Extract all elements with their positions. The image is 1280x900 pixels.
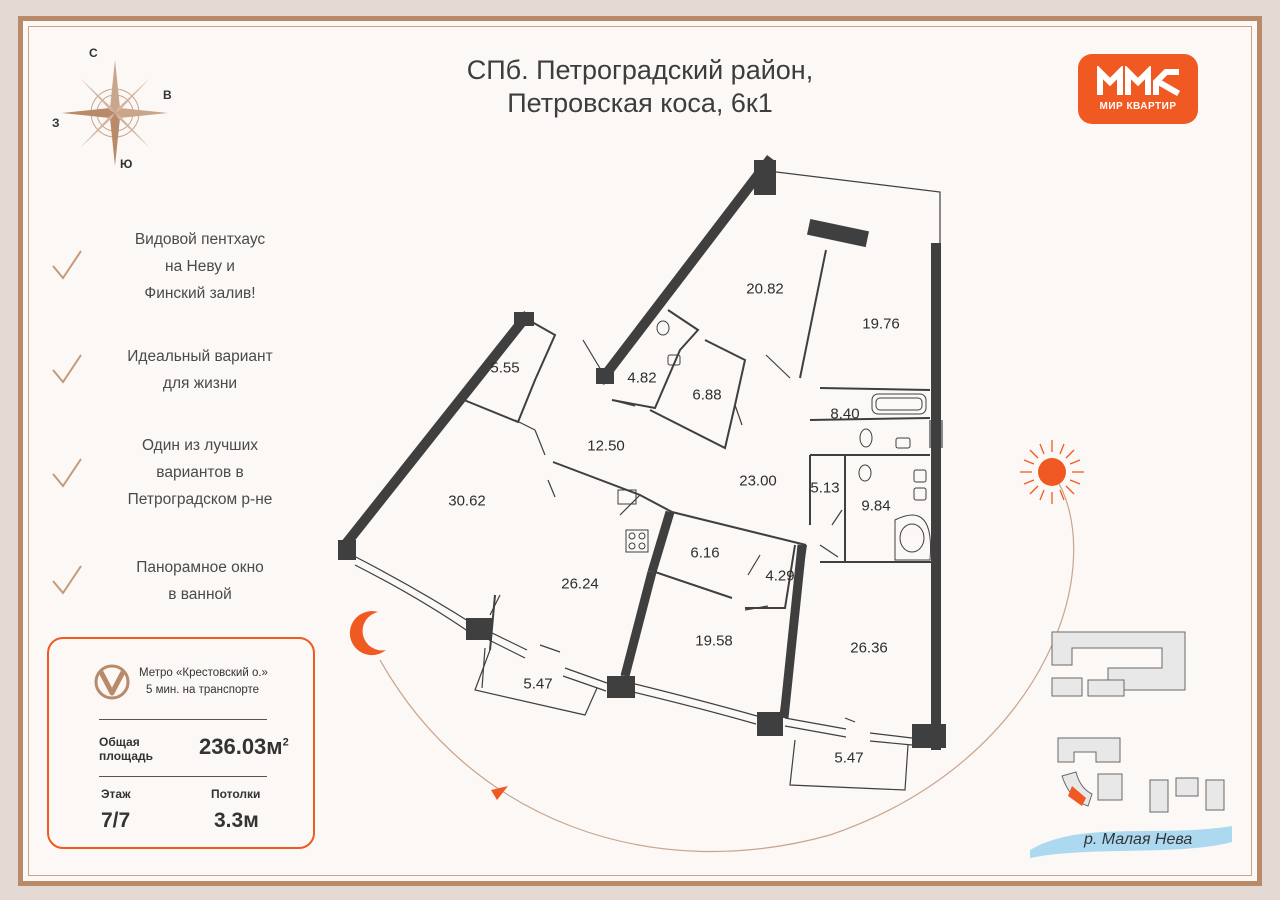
area-label-2: площадь [99,749,153,763]
divider [99,776,267,777]
logo-mark-icon [1097,66,1180,96]
feature-3-line-2: вариантов в [156,464,244,481]
river-label: р. Малая Нева [1084,831,1193,848]
feature-1-line-2: на Неву и [165,258,235,275]
feature-1: Видовой пентхаус на Неву и Финский залив… [70,226,330,307]
room-area: 26.24 [561,575,599,593]
info-box: Метро «Крестовский о.» 5 мин. на транспо… [47,637,315,849]
feature-2-line-2: для жизни [162,375,238,392]
ceiling-label: Потолки [211,787,261,801]
compass-north: С [89,46,98,60]
moon-icon [349,611,386,656]
page-title: СПб. Петроградский район, Петровская кос… [380,54,900,120]
room-area: 12.50 [587,437,625,455]
room-area: 19.58 [695,632,733,650]
title-line-1: СПб. Петроградский район, [466,55,814,85]
room-area: 9.84 [861,497,891,515]
area-label-1: Общая [99,735,140,749]
area-value-number: 236.03м [199,734,283,759]
compass-west: З [52,116,60,130]
feature-4-line-2: в ванной [168,586,232,603]
floor-label: Этаж [101,787,131,801]
room-area: 6.16 [690,544,720,562]
feature-3-line-3: Петроградском р-не [127,491,273,508]
check-icon [52,354,82,384]
room-area: 5.47 [834,749,864,767]
room-area: 5.55 [490,359,520,377]
feature-3: Один из лучших вариантов в Петроградском… [70,432,330,513]
room-area: 4.29 [765,567,795,585]
metro-time: 5 мин. на транспорте [146,684,260,696]
feature-4: Панорамное окно в ванной [70,554,330,608]
room-area: 6.88 [692,386,722,404]
feature-1-line-3: Финский залив! [144,285,256,302]
room-area: 5.47 [523,675,553,693]
feature-1-line-1: Видовой пентхаус [134,231,266,248]
room-area: 19.76 [862,315,900,333]
sun-icon [1020,440,1084,504]
logo-text: МИР КВАРТИР [1099,101,1177,112]
area-unit-sup: 2 [282,736,289,749]
check-icon [52,250,82,280]
room-area: 23.00 [739,472,777,490]
feature-2: Идеальный вариант для жизни [70,343,330,397]
room-area: 26.36 [850,639,888,657]
company-logo: МИР КВАРТИР [1078,54,1198,124]
feature-3-line-1: Один из лучших [141,437,259,454]
compass-south: Ю [120,157,133,171]
compass-rose-icon [62,60,168,166]
ceiling-value: 3.3м [214,809,259,832]
title-line-2: Петровская коса, 6к1 [507,88,773,118]
room-area: 5.13 [810,479,840,497]
compass-east: В [163,88,172,102]
divider [99,719,267,720]
inner-frame [28,26,1252,876]
room-area: 30.62 [448,492,486,510]
check-icon [52,565,82,595]
room-area: 8.40 [830,405,860,423]
room-area: 20.82 [746,280,784,298]
metro-icon [94,664,130,700]
metro-name: Метро «Крестовский о.» [139,667,268,679]
feature-2-line-1: Идеальный вариант [127,348,273,365]
floor-value: 7/7 [101,809,131,832]
room-area: 4.82 [627,369,657,387]
feature-4-line-1: Панорамное окно [136,559,264,576]
check-icon [52,458,82,488]
area-value: 236.03м2 [199,734,289,760]
